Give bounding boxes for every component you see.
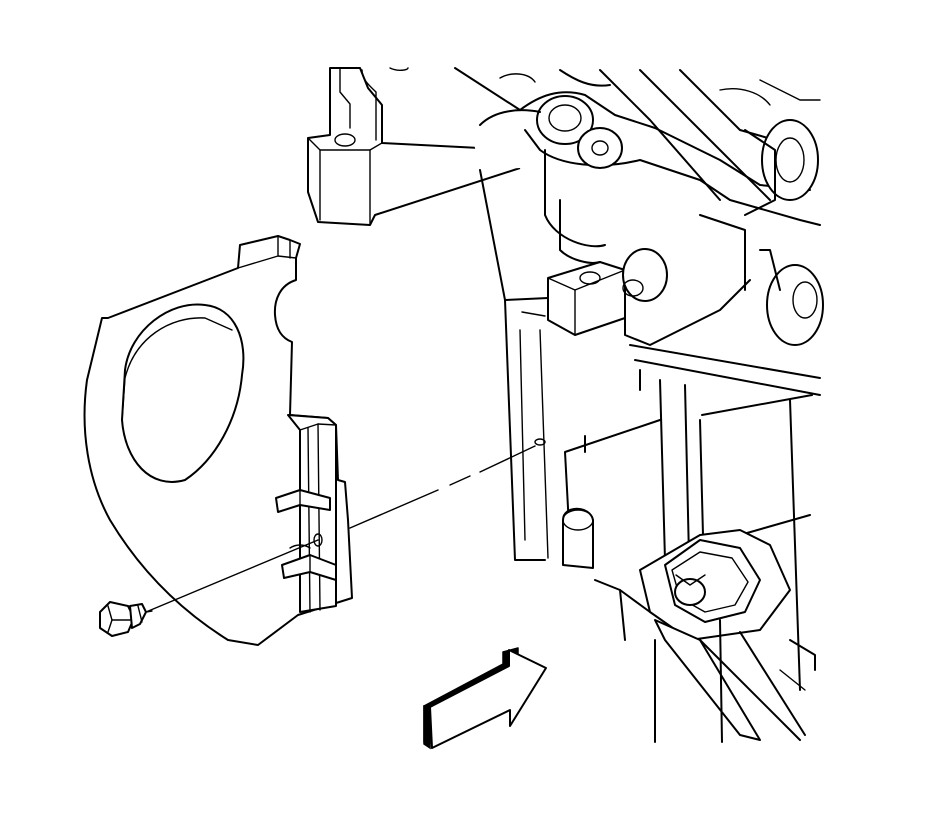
- direction-arrow: [423, 647, 547, 750]
- heat-shield: [83, 235, 353, 646]
- engine-bracket-assembly: [307, 60, 824, 743]
- fastener-bolt: [99, 601, 153, 637]
- installation-path-line: [145, 445, 536, 613]
